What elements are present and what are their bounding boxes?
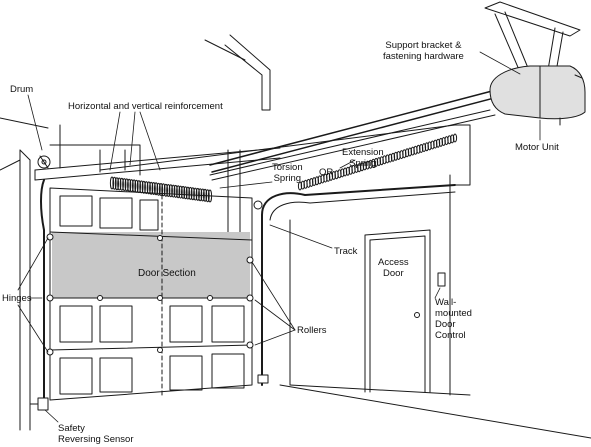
- support-bracket-label-line1: Support bracket &: [385, 40, 462, 51]
- spring-coil-loop: [117, 177, 122, 191]
- spring-coil-loop: [122, 178, 127, 192]
- extension-spring-label: Extension Spring: [342, 147, 384, 169]
- safety-sensor-label: Safety Reversing Sensor: [58, 423, 134, 445]
- spring-coil-loop: [188, 186, 193, 200]
- spring-coil-loop: [163, 183, 168, 197]
- extension-spring-coil: [297, 133, 458, 191]
- wall-control-label-line4: Control: [435, 330, 466, 341]
- spring-coil-loop: [166, 184, 171, 197]
- spring-coil-loop: [181, 185, 186, 199]
- door-section-label: Door Section: [138, 268, 196, 279]
- or-label: OR: [319, 167, 334, 178]
- spring-coil-loop: [149, 181, 154, 195]
- spring-coil-loop: [109, 176, 115, 190]
- wall-control-box: [437, 272, 446, 287]
- opener-rail: [209, 84, 518, 181]
- track-label: Track: [334, 246, 358, 257]
- access-door-label-line1: Access: [378, 257, 409, 268]
- access-door-label-line2: Door: [383, 268, 404, 279]
- safety-sensor: [29, 374, 269, 411]
- spring-coil-loop: [156, 182, 161, 196]
- door-panels: [49, 187, 253, 401]
- spring-coil-loop: [198, 188, 203, 202]
- spring-coil-loop: [151, 182, 156, 195]
- spring-coil-loop: [178, 185, 183, 199]
- support-bracket-label-line2: fastening hardware: [383, 51, 464, 62]
- door-section-fill: [52, 232, 250, 298]
- wall-control-label-line2: mounted: [435, 308, 472, 319]
- spring-coil-loop: [161, 183, 166, 197]
- hinges-rollers: [46, 200, 263, 356]
- torsion-spring-label-line1: Torsion: [272, 162, 303, 173]
- spring-coil-loop: [114, 177, 120, 191]
- spring-coil-loop: [158, 183, 164, 196]
- motor-unit: [489, 65, 586, 126]
- header-beams: [34, 124, 281, 241]
- spring-coil-loop: [119, 177, 124, 191]
- spring-coil-loop: [112, 176, 117, 190]
- access-door-label: Access Door: [378, 257, 409, 279]
- spring-coil-loop: [154, 182, 159, 196]
- spring-coil-loop: [171, 184, 176, 198]
- spring-coil-loop: [185, 186, 190, 200]
- support-bracket-label: Support bracket & fastening hardware: [383, 40, 464, 62]
- door-frame: [19, 149, 456, 431]
- torsion-spring-coil: [109, 176, 213, 203]
- drum: [37, 155, 51, 169]
- extension-spring-label-line2: Spring: [349, 158, 377, 169]
- spring-coil-loop: [141, 180, 146, 194]
- spring-coil-loop: [195, 187, 200, 201]
- spring-coil-loop: [176, 185, 181, 199]
- spring-coil-loop: [190, 187, 195, 201]
- spring-coil-loop: [452, 133, 458, 143]
- hinges-label: Hinges: [2, 293, 32, 304]
- wall-control-label: Wall- mounted Door Control: [435, 297, 472, 341]
- wall-control-label-line3: Door: [435, 319, 456, 330]
- spring-coil-loop: [144, 181, 149, 195]
- spring-coil-loop: [127, 178, 132, 192]
- spring-coil-loop: [183, 186, 188, 200]
- spring-coil-loop: [124, 178, 129, 192]
- leader-lines: [17, 51, 541, 423]
- spring-coil-loop: [146, 181, 151, 195]
- wall-control-label-line1: Wall-: [435, 297, 457, 308]
- rollers-label: Rollers: [297, 325, 327, 336]
- extension-spring-label-line1: Extension: [342, 147, 384, 158]
- spring-coil-loop: [193, 187, 198, 201]
- spring-coil-loop: [168, 184, 173, 198]
- reinforcement-label: Horizontal and vertical reinforcement: [68, 101, 223, 112]
- access-door: [364, 229, 431, 393]
- safety-sensor-label-line1: Safety: [58, 423, 85, 434]
- torsion-spring-label: Torsion Spring: [272, 162, 303, 184]
- motor-unit-label: Motor Unit: [515, 142, 559, 153]
- safety-sensor-label-line2: Reversing Sensor: [58, 434, 134, 445]
- support-bracket: [484, 1, 581, 73]
- drum-label: Drum: [10, 84, 34, 95]
- spring-coil-loop: [173, 184, 178, 198]
- torsion-spring-label-line2: Spring: [273, 173, 302, 184]
